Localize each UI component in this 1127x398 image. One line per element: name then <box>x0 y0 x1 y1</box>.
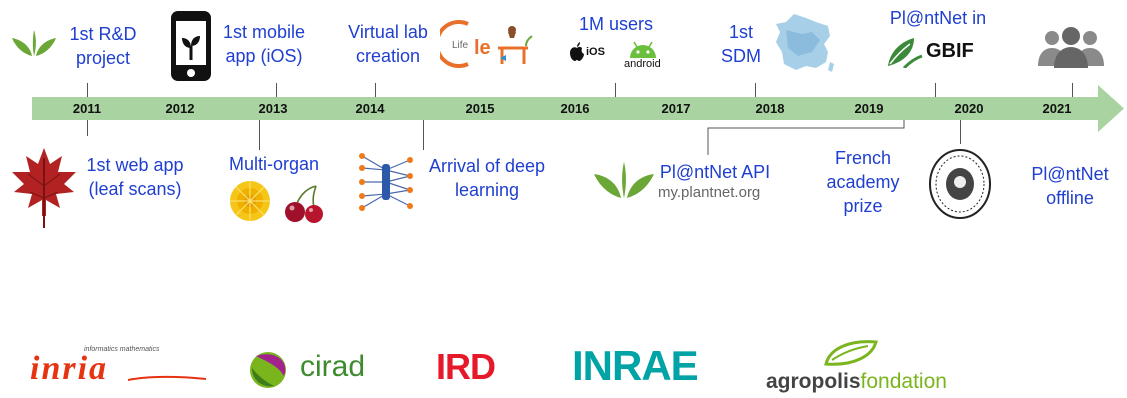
api-plant-icon <box>594 162 654 198</box>
maple-leaf-icon <box>12 148 76 228</box>
tick-webapp <box>87 120 88 136</box>
year-2018: 2018 <box>755 101 785 116</box>
inria-wordmark: inria <box>30 350 109 387</box>
svg-text:le: le <box>474 37 491 59</box>
event-mobile-app: 1st mobile app (iOS) <box>222 22 306 66</box>
tick-gbif <box>935 83 936 97</box>
gbif-leaf-icon <box>888 38 923 68</box>
partner-ird-logo: IRD <box>436 346 496 387</box>
year-2015: 2015 <box>465 101 495 116</box>
tick-sdm <box>755 83 756 97</box>
tick-deeplearning <box>423 120 424 150</box>
event-deep-learning: Arrival of deep learning <box>428 156 546 200</box>
tick-mobile <box>276 83 277 97</box>
fondation-word: fondation <box>860 370 947 393</box>
lifeclef-logo: Life le <box>440 20 533 68</box>
year-2013: 2013 <box>258 101 288 116</box>
android-label: android <box>624 58 661 70</box>
year-2012: 2012 <box>165 101 195 116</box>
france-map-icon <box>776 14 834 72</box>
tick-1m <box>615 83 616 97</box>
gbif-logo: GBIF <box>926 40 974 62</box>
svg-text:Life: Life <box>452 40 469 51</box>
year-2016: 2016 <box>560 101 590 116</box>
event-offline: Pl@ntNet offline <box>1031 164 1109 208</box>
event-web-app: 1st web app (leaf scans) <box>86 155 184 199</box>
year-2019: 2019 <box>854 101 884 116</box>
event-rd-project: 1st R&D project <box>69 24 137 68</box>
tick-virtual-lab <box>375 83 376 97</box>
event-gbif: Pl@ntNet in <box>889 8 987 28</box>
partner-inrae-logo: INRAE <box>572 342 699 389</box>
ios-label: iOS <box>586 46 605 58</box>
year-2021: 2021 <box>1042 101 1072 116</box>
apple-icon <box>570 42 584 61</box>
event-virtual-lab: Virtual lab creation <box>348 22 428 66</box>
event-api-url: my.plantnet.org <box>658 184 761 201</box>
android-icon <box>630 41 656 58</box>
event-french-academy: French academy prize <box>826 148 900 216</box>
dandelion-icon <box>230 181 270 221</box>
partner-cirad-logo: cirad <box>300 350 366 383</box>
tick-rd <box>87 83 88 97</box>
tick-offline <box>1072 83 1073 97</box>
year-2017: 2017 <box>661 101 691 116</box>
inria-swoosh <box>128 375 207 381</box>
agropolis-leaf-icon <box>824 340 878 366</box>
event-api: Pl@ntNet API <box>659 162 771 182</box>
tick-academy <box>960 120 961 144</box>
tick-multiorgan <box>259 120 260 150</box>
year-2014: 2014 <box>355 101 385 116</box>
year-2011: 2011 <box>72 101 102 116</box>
plantnet-leaf-icon <box>12 30 56 56</box>
cirad-icon <box>250 352 286 388</box>
event-1m-users: 1M users <box>578 14 654 34</box>
event-multi-organ: Multi-organ <box>228 154 320 174</box>
smartphone-icon <box>171 11 211 81</box>
year-2020: 2020 <box>954 101 984 116</box>
cherry-icon <box>285 185 323 223</box>
neural-network-icon <box>359 153 413 211</box>
inria-subtitle: informatics mathematics <box>84 346 160 353</box>
partner-agropolis-logo: agropolisfondation <box>766 370 947 394</box>
event-sdm: 1st SDM <box>721 22 761 66</box>
agropolis-word: agropolis <box>766 370 861 393</box>
academy-seal-icon <box>929 149 991 219</box>
partner-inria-logo: informatics mathematics inria <box>28 344 208 388</box>
users-group-icon <box>1038 27 1104 68</box>
